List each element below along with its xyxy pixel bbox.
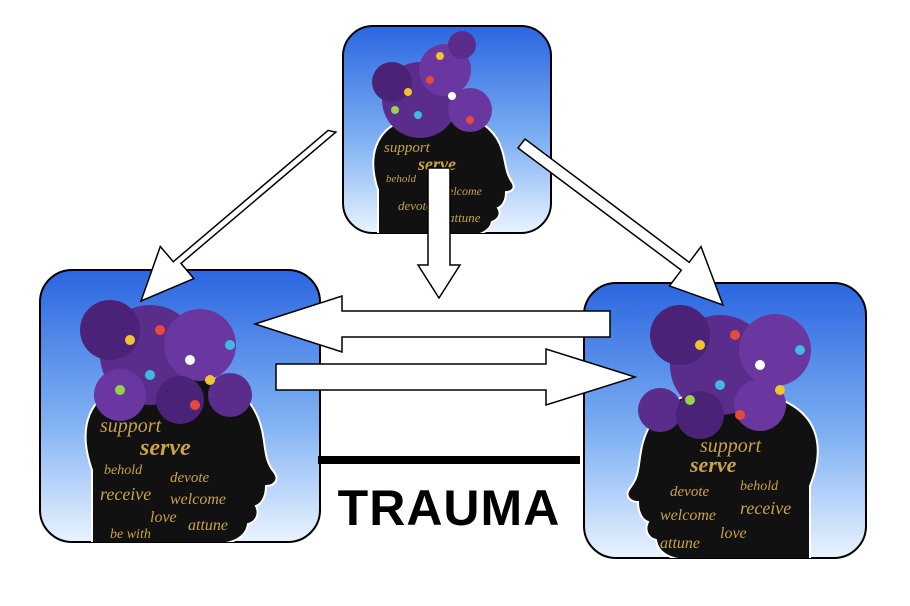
svg-text:devote: devote — [670, 484, 709, 500]
svg-text:devote: devote — [170, 470, 209, 486]
arrow-top-down — [416, 167, 462, 300]
trauma-bar — [318, 456, 580, 464]
puzzle-pieces-icon — [80, 300, 252, 424]
arrow-left-to-right — [275, 347, 638, 407]
svg-text:behold: behold — [386, 173, 416, 185]
svg-text:attune: attune — [660, 535, 700, 552]
svg-text:serve: serve — [689, 452, 737, 477]
puzzle-pieces-icon — [372, 31, 492, 138]
svg-text:devote: devote — [398, 198, 432, 213]
top-head-panel: support serve behold welcome devote attu… — [342, 25, 552, 234]
svg-text:support: support — [700, 435, 762, 457]
arrow-top-to-left — [139, 129, 338, 303]
svg-text:love: love — [720, 525, 747, 542]
svg-text:behold: behold — [740, 479, 779, 494]
svg-text:be with: be with — [110, 527, 151, 542]
svg-text:attune: attune — [188, 517, 228, 534]
arrow-top-to-right — [516, 137, 725, 307]
right-head-panel: support serve behold devote receive welc… — [583, 282, 867, 559]
trauma-label: TRAUMA — [337, 480, 561, 536]
svg-text:welcome: welcome — [660, 507, 716, 524]
svg-text:serve: serve — [139, 435, 191, 461]
svg-text:welcome: welcome — [170, 491, 226, 508]
svg-text:behold: behold — [104, 463, 143, 478]
svg-text:support: support — [384, 140, 431, 156]
puzzle-pieces-icon — [638, 305, 811, 439]
relationship-arrows — [139, 129, 725, 407]
word-cloud: support serve behold devote receive welc… — [660, 435, 791, 552]
svg-text:love: love — [150, 509, 177, 526]
svg-text:receive: receive — [100, 484, 151, 504]
left-head-panel: support serve behold devote receive welc… — [39, 269, 321, 543]
svg-text:attune: attune — [448, 210, 481, 225]
arrow-right-to-left — [252, 294, 611, 354]
svg-text:receive: receive — [740, 498, 791, 518]
word-cloud: support serve behold devote receive welc… — [100, 415, 228, 542]
